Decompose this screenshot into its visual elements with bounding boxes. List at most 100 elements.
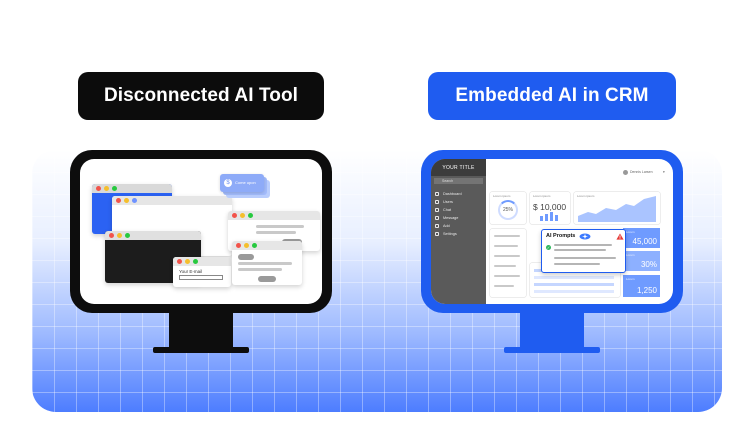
crm-screen: YOUR TITLE Search Dashboard Users Chat M…: [431, 159, 673, 304]
revenue-value: $ 10,000: [533, 202, 567, 212]
close-dot-icon: [96, 186, 101, 191]
maximize-dot-icon: [193, 259, 198, 264]
text-line: [494, 255, 520, 257]
minimize-dot-icon: [117, 233, 122, 238]
table-row: [534, 283, 614, 286]
right-monitor-base: [504, 347, 600, 353]
label-embedded: Embedded AI in CRM: [428, 72, 676, 120]
right-monitor-stand: [520, 313, 584, 349]
maximize-dot-icon: [112, 186, 117, 191]
message-chip: [238, 254, 254, 260]
text-line: [494, 275, 520, 277]
close-dot-icon: [236, 243, 241, 248]
nav-dashboard[interactable]: Dashboard: [435, 192, 462, 196]
trend-area-chart: [578, 196, 656, 222]
maximize-dot-icon: [132, 198, 137, 203]
mini-bar: [545, 214, 548, 221]
text-line: [256, 225, 304, 228]
mail-icon: [435, 216, 439, 220]
stat-tile: Lorem 1,250: [623, 275, 660, 297]
stat-tile: Lorem 30%: [623, 251, 660, 271]
card-label: Lorem ipsum: [533, 194, 551, 198]
check-icon: ✓: [546, 245, 551, 250]
right-monitor: YOUR TITLE Search Dashboard Users Chat M…: [421, 150, 683, 313]
nav-label: Message: [443, 216, 459, 220]
nav-users[interactable]: Users: [435, 200, 453, 204]
label-embedded-text: Embedded AI in CRM: [455, 85, 649, 106]
window-titlebar: [173, 257, 231, 266]
text-line: [238, 262, 292, 265]
progress-value: 25%: [502, 207, 513, 213]
gear-icon: [435, 232, 439, 236]
text-line: [494, 285, 514, 287]
revenue-card: Lorem ipsum $ 10,000: [530, 192, 570, 224]
crm-sidebar: YOUR TITLE Search Dashboard Users Chat M…: [431, 159, 486, 304]
minimize-dot-icon: [244, 243, 249, 248]
chevron-down-icon[interactable]: ▾: [663, 170, 665, 174]
stat-value: 1,250: [636, 286, 657, 295]
users-icon: [435, 200, 439, 204]
stat-value: 30%: [640, 260, 657, 269]
minimize-dot-icon: [240, 213, 245, 218]
ai-prompts-popup[interactable]: AI Prompts ✓: [541, 229, 626, 273]
nav-label: Settings: [443, 232, 457, 236]
email-input[interactable]: [179, 275, 223, 280]
trend-card: Lorem ipsum: [574, 192, 660, 224]
ai-prompts-title: AI Prompts: [546, 233, 576, 239]
toast-label: Come upon: [235, 180, 256, 185]
maximize-dot-icon: [248, 213, 253, 218]
crm-title: YOUR TITLE: [431, 159, 486, 176]
stat-value: 45,000: [632, 237, 657, 246]
label-disconnected-text: Disconnected AI Tool: [103, 85, 299, 106]
email-window: Your E-mail: [173, 257, 231, 287]
left-monitor-base: [153, 347, 249, 353]
toast-card: $ Come upon: [220, 174, 264, 192]
text-line: [494, 265, 516, 267]
close-dot-icon: [232, 213, 237, 218]
table-row: [534, 290, 614, 293]
email-label: Your E-mail: [179, 269, 203, 274]
nav-label: Dashboard: [443, 192, 462, 196]
stat-label: Lorem: [626, 277, 635, 281]
text-line: [554, 257, 616, 259]
stat-label: Lorem: [626, 230, 635, 234]
sparkle-icon: [579, 233, 591, 240]
progress-card: Lorem ipsum 25%: [490, 192, 526, 224]
nav-settings[interactable]: Settings: [435, 232, 457, 236]
nav-label: Add: [443, 224, 450, 228]
nav-message[interactable]: Message: [435, 216, 458, 220]
nav-label: Chat: [443, 208, 452, 212]
text-line: [256, 231, 296, 234]
list-panel: [490, 229, 526, 297]
minimize-dot-icon: [104, 186, 109, 191]
message-chip: [258, 276, 276, 282]
crm-search-input[interactable]: Search: [434, 178, 483, 184]
maximize-dot-icon: [252, 243, 257, 248]
close-dot-icon: [177, 259, 182, 264]
text-line: [494, 235, 520, 237]
mini-bar: [555, 215, 558, 221]
window-titlebar: [228, 211, 320, 220]
text-line: [554, 244, 612, 246]
nav-chat[interactable]: Chat: [435, 208, 451, 212]
avatar[interactable]: [623, 170, 628, 175]
stat-label: Lorem: [626, 253, 635, 257]
close-dot-icon: [109, 233, 114, 238]
maximize-dot-icon: [125, 233, 130, 238]
progress-ring: [498, 200, 518, 220]
close-dot-icon: [116, 198, 121, 203]
nav-label: Users: [443, 200, 453, 204]
chat-window-bottom: [232, 241, 302, 285]
text-line: [494, 245, 518, 247]
mini-bar: [550, 212, 553, 221]
left-screen: Your E-mail $ Come upon: [80, 159, 322, 304]
text-line: [554, 249, 606, 251]
mini-bar: [540, 216, 543, 221]
nav-add[interactable]: Add: [435, 224, 450, 228]
left-monitor: Your E-mail $ Come upon: [70, 150, 332, 313]
dollar-icon: $: [224, 179, 232, 187]
window-titlebar: [92, 184, 172, 193]
minimize-dot-icon: [185, 259, 190, 264]
label-disconnected: Disconnected AI Tool: [78, 72, 324, 120]
